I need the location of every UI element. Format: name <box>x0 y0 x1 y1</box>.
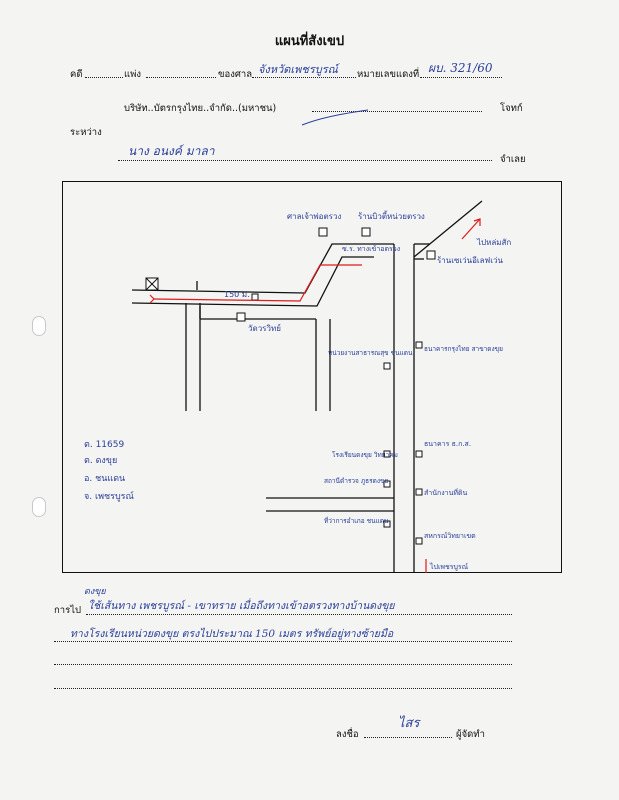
map-legend: ต. 11659 ต. ดงขุย อ. ชนแดน จ. เพชรบูรณ์ <box>84 440 134 502</box>
defendant-role: จำเลย <box>500 154 526 165</box>
map-label-ktb-bank: ธนาคารกรุงไทย สาขาดงขุย <box>424 345 503 353</box>
map-label-school-vi: โรงเรียนดงขุย วิทยาคม <box>332 451 398 459</box>
signature-dotline <box>364 737 452 738</box>
directions-line-2: ทางโรงเรียนหน่วยดงขุย ตรงไปประมาณ 150 เม… <box>70 628 394 640</box>
map-label-distance: 150 ม. <box>224 290 250 299</box>
map-label-land-office: สำนักงานที่ดิน <box>424 488 468 497</box>
defendant-dotline <box>118 160 492 161</box>
case-no-dotline <box>420 77 502 78</box>
map-label-baac-bank: ธนาคาร ธ.ก.ส. <box>424 440 471 448</box>
court-dotline <box>252 77 356 78</box>
defendant-value: นาง อนงค์ มาลา <box>128 144 215 158</box>
legend-line: อ. ชนแดน <box>84 474 125 484</box>
map-drawing: ศาลเจ้าพ่อตรวง ร้านบิวตี้หน่วยตรวง ซ.ร. … <box>84 200 511 573</box>
case-no-label: หมายเลขแดงที่ <box>357 69 420 80</box>
case-label: คดี <box>70 69 83 80</box>
plaintiff-dotline <box>312 111 482 112</box>
map-frame <box>62 181 562 573</box>
legend-line: ต. ดงขุย <box>84 456 117 466</box>
punch-hole-top <box>32 316 46 336</box>
map-label-shrine: ศาลเจ้าพ่อตรวง <box>287 212 341 221</box>
directions-dotline-1 <box>86 614 512 615</box>
legend-line: ต. 11659 <box>84 440 124 450</box>
directions-dotline-4 <box>54 688 512 689</box>
directions-dotline-2 <box>54 641 512 642</box>
plaintiff-text: บริษัท..บัตรกรุงไทย..จำกัด..(มหาชน) <box>124 103 277 114</box>
map-label-school-entrance: ซ.ร. ทางเข้าอตรวง <box>342 245 400 253</box>
map-label-police: สถานีตำรวจ ภูธรดงขุย <box>324 477 388 485</box>
pen-scribble <box>301 109 369 126</box>
map-label-beauty: ร้านบิวตี้หน่วยตรวง <box>358 210 425 221</box>
signature-role: ผู้จัดทำ <box>456 729 485 740</box>
page-title: แผนที่สังเขป <box>274 34 345 49</box>
map-label-to-lomsak: ไปหล่มสัก <box>476 238 511 247</box>
court-label: ของศาล <box>218 69 253 80</box>
civil-label: แพ่ง <box>124 69 142 80</box>
signature-value: ไสร <box>398 716 420 731</box>
between-label: ระหว่าง <box>70 127 102 138</box>
case-dotline <box>85 77 123 78</box>
plaintiff-role: โจทก์ <box>500 103 523 114</box>
signature-label: ลงชื่อ <box>336 729 359 740</box>
map-label-seven-eleven: ร้านเซเว่นอีเลฟเว่น <box>437 256 503 265</box>
map-label-temple: วัดวรวิทย์ <box>248 323 281 333</box>
court-value: จังหวัดเพชรบูรณ์ <box>258 63 338 76</box>
map-label-school-big: สหกรณ์วิทยาเขต <box>424 532 476 540</box>
legend-line: จ. เพชรบูรณ์ <box>84 490 134 502</box>
directions-line-1: ใช้เส้นทาง เพชรบูรณ์ - เขาทราย เมื่อถึงท… <box>88 600 395 612</box>
directions-note: ดงขุย <box>84 587 106 597</box>
case-no-value: ผบ. 321/60 <box>428 61 493 75</box>
directions-dotline-3 <box>54 664 512 665</box>
punch-hole-bottom <box>32 497 46 517</box>
directions-label: การไป <box>54 605 81 616</box>
map-label-health-center: หน่วยงานสาธารณสุข ชนแดน <box>328 349 413 357</box>
map-label-ob-tor: ที่ว่าการอำเภอ ชนแดน <box>324 516 389 525</box>
map-label-to-phetchabun: ไปเพชรบูรณ์ <box>429 562 469 571</box>
civil-dotline <box>146 77 216 78</box>
